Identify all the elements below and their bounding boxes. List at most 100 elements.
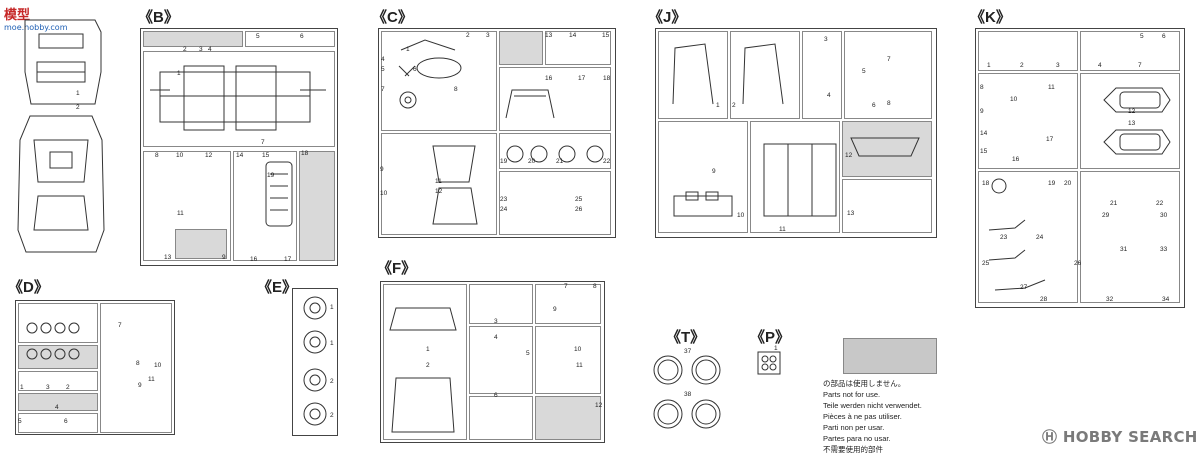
part-number-d-1: 1 <box>20 384 24 391</box>
part-number-f-3: 3 <box>494 318 498 325</box>
part-number-c-25: 25 <box>575 196 583 203</box>
part-number-k-6: 6 <box>1162 33 1166 40</box>
part-number-b-16: 16 <box>250 256 258 263</box>
windows-part-f <box>389 307 457 433</box>
part-number-d-8: 8 <box>136 360 140 367</box>
part-number-k-20: 20 <box>1064 180 1072 187</box>
chassis-frame-part-b <box>150 65 326 131</box>
part-number-f-8: 8 <box>593 283 597 290</box>
part-number-k-21: 21 <box>1110 200 1118 207</box>
part-number-k-13: 13 <box>1128 120 1136 127</box>
part-number-c-14: 14 <box>569 32 577 39</box>
legend-line-fr: Pièces à ne pas utiliser. <box>823 412 902 421</box>
part-number-d-5: 5 <box>18 418 22 425</box>
part-number-b-12: 12 <box>205 152 213 159</box>
part-number-c-4: 4 <box>381 56 385 63</box>
legend-line-es: Partes para no usar. <box>823 434 891 443</box>
wheel-nuts-part-d <box>26 322 80 360</box>
part-number-c-13: 13 <box>545 32 553 39</box>
part-number-k-33: 33 <box>1160 246 1168 253</box>
legend-line-ja: の部品は使用しません。 <box>823 379 906 388</box>
part-number-b-9: 9 <box>222 254 226 261</box>
part-number-c-6: 6 <box>413 66 417 73</box>
part-number-d-4: 4 <box>55 404 59 411</box>
part-number-k-16: 16 <box>1012 156 1020 163</box>
part-number-k-32: 32 <box>1106 296 1114 303</box>
side-window-part-k-2 <box>1103 129 1171 155</box>
brake-discs-part-c <box>506 145 604 163</box>
part-number-j-5: 5 <box>862 68 866 75</box>
part-number-j-9: 9 <box>712 168 716 175</box>
part-number-e-1a: 1 <box>330 304 334 311</box>
part-number-k-30: 30 <box>1160 212 1168 219</box>
part-number-b-3: 3 <box>199 46 203 53</box>
sheet-label-e: 《E》 <box>257 279 298 296</box>
site-url-watermark: moe.hobby.com <box>4 23 68 32</box>
rear-wing-part-j <box>850 137 920 157</box>
part-number-k-3: 3 <box>1056 62 1060 69</box>
part-number-c-10: 10 <box>380 190 388 197</box>
part-number-k-9: 9 <box>980 108 984 115</box>
dashboard-part-c <box>398 39 462 79</box>
exhaust-pipes-part-k <box>988 178 1046 291</box>
legend-line-de: Teile werden nicht verwendet. <box>823 401 922 410</box>
part-number-e-1b: 1 <box>330 340 334 347</box>
part-number-d-3: 3 <box>46 384 50 391</box>
part-number-p-1: 1 <box>774 345 778 352</box>
sprue-sheet-b <box>140 28 338 266</box>
part-number-c-24: 24 <box>500 206 508 213</box>
tires-part-t <box>653 355 721 429</box>
part-number-b-11: 11 <box>177 210 184 217</box>
part-number-d-10: 10 <box>154 362 162 369</box>
hobby-search-watermark: Ⓗ HOBBY SEARCH <box>1042 426 1198 447</box>
part-number-d-2: 2 <box>66 384 70 391</box>
part-number-f-1: 1 <box>426 346 430 353</box>
part-number-k-4: 4 <box>1098 62 1102 69</box>
part-number-k-2: 2 <box>1020 62 1024 69</box>
sheet-label-f: 《F》 <box>377 260 417 277</box>
part-number-j-4: 4 <box>827 92 831 99</box>
part-number-k-11: 11 <box>1048 84 1055 91</box>
unused-parts-area-j <box>842 121 932 177</box>
unused-parts-area-f <box>535 396 601 440</box>
part-number-f-7: 7 <box>564 283 568 290</box>
legend-line-en: Parts not for use. <box>823 390 881 399</box>
part-number-k-8: 8 <box>980 84 984 91</box>
site-logo-watermark: 模型 <box>4 8 31 23</box>
part-number-b-1: 1 <box>177 70 181 77</box>
part-number-b-4: 4 <box>208 46 212 53</box>
part-number-j-11: 11 <box>779 226 786 233</box>
part-number-f-6: 6 <box>494 392 498 399</box>
part-number-b-6: 6 <box>300 33 304 40</box>
part-number-k-27: 27 <box>1020 284 1028 291</box>
part-number-f-2: 2 <box>426 362 430 369</box>
part-number-j-6: 6 <box>872 102 876 109</box>
sheet-label-k: 《K》 <box>970 9 1011 26</box>
part-number-d-6: 6 <box>64 418 68 425</box>
part-number-b-15: 15 <box>262 152 270 159</box>
part-number-c-16: 16 <box>545 75 553 82</box>
sheet-label-t: 《T》 <box>666 329 706 346</box>
body-part-label-2: 2 <box>76 104 80 111</box>
part-number-c-22: 22 <box>603 158 611 165</box>
part-number-c-21: 21 <box>556 158 564 165</box>
part-number-k-7: 7 <box>1138 62 1142 69</box>
part-number-j-7: 7 <box>887 56 891 63</box>
sheet-label-c: 《C》 <box>372 9 413 26</box>
part-number-t-37: 37 <box>684 348 692 355</box>
part-number-k-25: 25 <box>982 260 990 267</box>
part-number-b-7: 7 <box>261 139 265 146</box>
part-number-f-5: 5 <box>526 350 530 357</box>
part-number-k-34: 34 <box>1162 296 1170 303</box>
part-number-c-3: 3 <box>486 32 490 39</box>
part-number-c-12: 12 <box>435 188 443 195</box>
part-number-j-10: 10 <box>737 212 745 219</box>
part-number-b-14: 14 <box>236 152 244 159</box>
side-window-part-k <box>1103 87 1171 113</box>
part-number-k-22: 22 <box>1156 200 1164 207</box>
part-number-c-5: 5 <box>381 66 385 73</box>
part-number-j-12: 12 <box>845 152 853 159</box>
part-number-k-28: 28 <box>1040 296 1048 303</box>
part-number-c-18: 18 <box>603 75 611 82</box>
engine-block-part-j <box>673 191 733 217</box>
